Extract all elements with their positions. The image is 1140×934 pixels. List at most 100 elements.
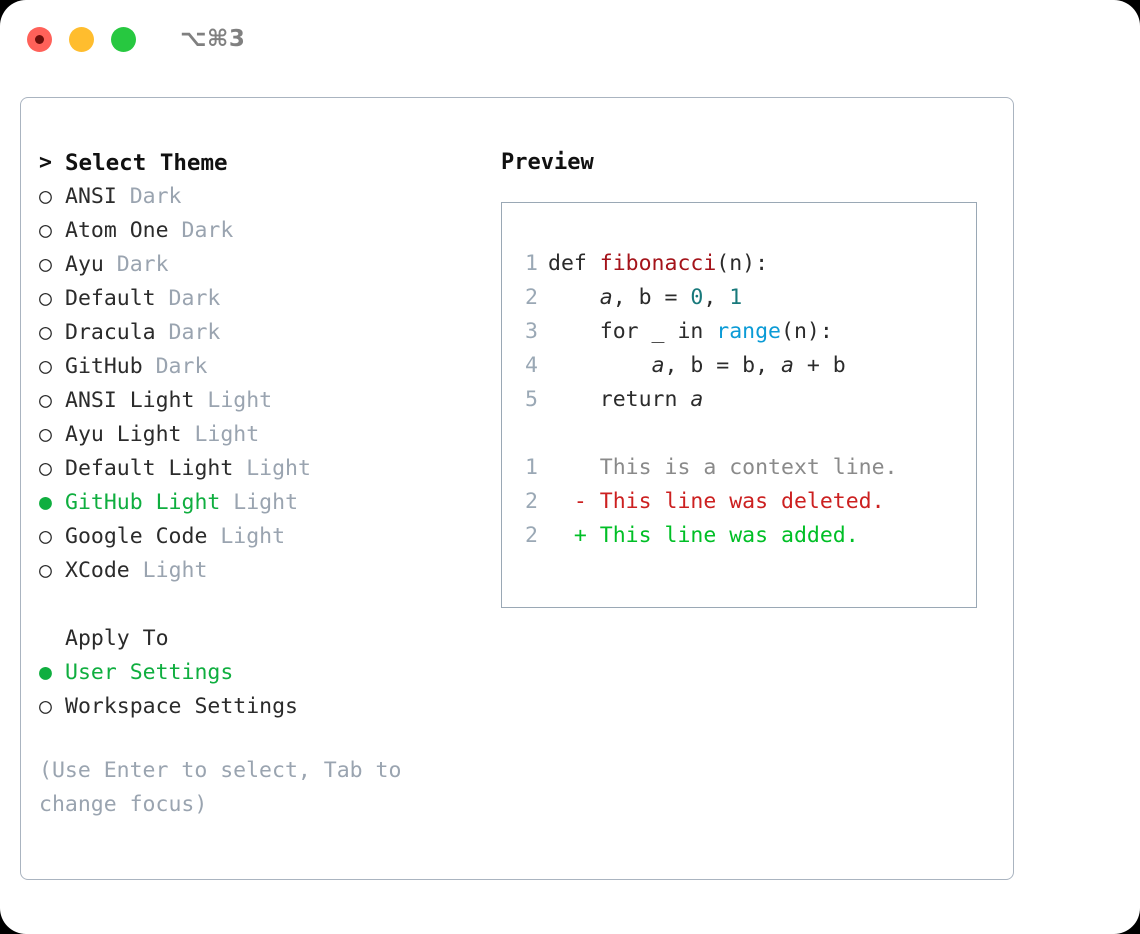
radio-unselected-icon: ○ [39, 524, 52, 549]
theme-item-ansi[interactable]: ○ANSI Dark [39, 180, 469, 214]
apply-to-item-label: User Settings [65, 660, 234, 685]
theme-item-name: Ayu [65, 252, 104, 277]
theme-item-tag: Light [181, 422, 260, 447]
diff-sign [548, 455, 587, 480]
code-token: def [548, 251, 600, 276]
code-token: a [690, 387, 704, 412]
code-token [548, 285, 600, 310]
code-line-number: 1 [525, 251, 538, 276]
theme-item-atom-one[interactable]: ○Atom One Dark [39, 214, 469, 248]
theme-item-tag: Dark [142, 354, 208, 379]
code-token: for _ in [548, 319, 717, 344]
theme-item-tag: Light [194, 388, 273, 413]
theme-item-name: Atom One [65, 218, 169, 243]
apply-to-header-marker: ○ [39, 622, 65, 656]
code-token: 1 [729, 285, 743, 310]
spacer [39, 588, 469, 622]
theme-item-name: Google Code [65, 524, 208, 549]
theme-item-github-light[interactable]: ●GitHub Light Light [39, 486, 469, 520]
theme-item-tag: Dark [168, 218, 234, 243]
diff-text: This line was added. [586, 523, 859, 548]
radio-selected-icon: ● [39, 490, 52, 515]
main-panel: >Select Theme ○ANSI Dark○Atom One Dark○A… [20, 97, 1014, 880]
theme-item-name: XCode [65, 558, 130, 583]
theme-picker-header-label: Select Theme [65, 150, 228, 176]
code-line-number: 5 [525, 387, 538, 412]
zoom-button[interactable] [111, 26, 136, 52]
theme-item-name: Default [65, 286, 156, 311]
theme-item-tag: Light [220, 490, 299, 515]
theme-picker-header: > Select Theme [39, 146, 469, 180]
theme-item-dracula[interactable]: ○Dracula Dark [39, 316, 469, 350]
code-token: + b [793, 353, 846, 378]
theme-item-tag: Dark [116, 184, 182, 209]
theme-picker-column: >Select Theme ○ANSI Dark○Atom One Dark○A… [39, 146, 469, 822]
theme-item-name: Dracula [65, 320, 156, 345]
code-token: a [781, 353, 794, 378]
diff-text: This line was deleted. [586, 489, 885, 514]
keyboard-shortcut-label: ⌥⌘3 [180, 26, 246, 52]
apply-to-header-label: Apply To [65, 626, 169, 651]
diff-sample: 1 This is a context line.2 - This line w… [502, 451, 976, 553]
code-line: 3 for _ in range(n): [502, 315, 976, 349]
diff-line-number: 2 [525, 489, 538, 514]
theme-item-ayu[interactable]: ○ Ayu Dark [39, 248, 469, 282]
keyboard-hint-text: (Use Enter to select, Tab to change focu… [39, 758, 402, 817]
theme-item-tag: Light [129, 558, 208, 583]
code-token: , b = [612, 285, 691, 310]
apply-to-item-user-settings[interactable]: ● User Settings [39, 656, 469, 690]
theme-item-xcode[interactable]: ○XCode Light [39, 554, 469, 588]
diff-line-add: 2 + This line was added. [502, 519, 976, 553]
apply-to-list: ● User Settings ○ Workspace Settings [39, 656, 469, 724]
close-button[interactable] [27, 26, 52, 52]
diff-line-number: 1 [525, 455, 538, 480]
code-line: 5 return a [502, 383, 976, 417]
code-token: a [651, 353, 665, 378]
code-token: , [703, 285, 730, 310]
diff-sign: + [548, 523, 587, 548]
minimize-button[interactable] [69, 26, 94, 52]
radio-unselected-icon: ○ [39, 456, 52, 481]
theme-item-default-light[interactable]: ○Default Light Light [39, 452, 469, 486]
theme-item-tag: Dark [103, 252, 169, 277]
theme-item-ayu-light[interactable]: ○Ayu Light Light [39, 418, 469, 452]
theme-item-default[interactable]: ○ Default Dark [39, 282, 469, 316]
theme-item-name: ANSI Light [65, 388, 195, 413]
code-line-number: 3 [525, 319, 538, 344]
theme-item-tag: Dark [155, 286, 221, 311]
code-token: fibonacci [599, 251, 717, 276]
code-token: range [716, 319, 782, 344]
theme-item-name: GitHub [65, 354, 143, 379]
theme-item-github[interactable]: ○GitHub Dark [39, 350, 469, 384]
apply-to-item-workspace-settings[interactable]: ○ Workspace Settings [39, 690, 469, 724]
radio-selected-icon: ● [39, 660, 52, 685]
spacer [502, 417, 976, 451]
theme-item-tag: Light [207, 524, 286, 549]
code-line: 4 a, b = b, a + b [502, 349, 976, 383]
apply-to-item-label: Workspace Settings [65, 694, 298, 719]
code-token: (n): [781, 319, 833, 344]
diff-line-number: 2 [525, 523, 538, 548]
theme-item-google-code[interactable]: ○ Google Code Light [39, 520, 469, 554]
radio-unselected-icon: ○ [39, 286, 52, 311]
theme-item-name: Ayu Light [65, 422, 182, 447]
code-line: 2 a, b = 0, 1 [502, 281, 976, 315]
diff-line-ctx: 1 This is a context line. [502, 451, 976, 485]
theme-item-name: ANSI [65, 184, 117, 209]
apply-to-header: ○Apply To [39, 622, 469, 656]
prompt-caret-icon: > [39, 150, 52, 175]
code-token: , b = b, [664, 353, 782, 378]
theme-item-name: Default Light [65, 456, 234, 481]
title-bar: ⌥⌘3 [0, 0, 1140, 78]
theme-list: ○ANSI Dark○Atom One Dark○Ayu Dark○Defaul… [39, 180, 469, 588]
code-token: a [599, 285, 613, 310]
code-token: return [548, 387, 691, 412]
recording-indicator-icon [35, 34, 44, 44]
radio-unselected-icon: ○ [39, 694, 52, 719]
theme-item-ansi-light[interactable]: ○ANSI Light Light [39, 384, 469, 418]
radio-unselected-icon: ○ [39, 252, 52, 277]
